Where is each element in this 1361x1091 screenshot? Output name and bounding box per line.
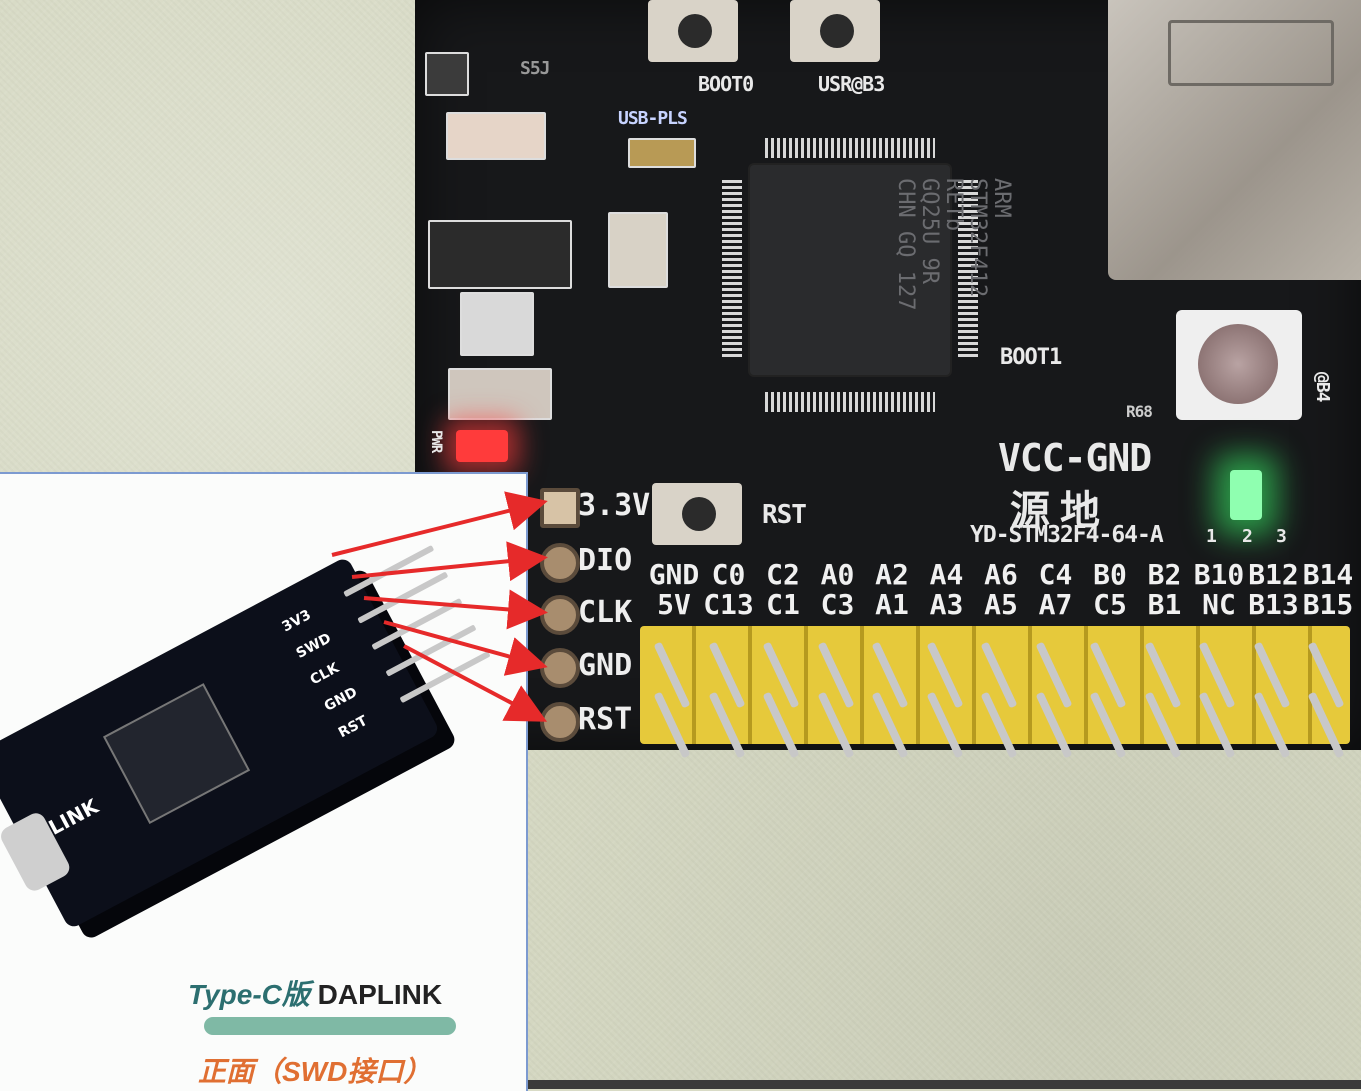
swd-label-dio: DIO — [578, 543, 633, 578]
header-top-label: GND — [648, 558, 700, 591]
user-led — [1230, 470, 1262, 520]
r68-label: R68 — [1126, 402, 1153, 421]
model-label: YD-STM32F4-64-A — [970, 522, 1164, 548]
pwr-label: PWR — [428, 430, 444, 453]
chip-pins-bottom — [765, 392, 935, 412]
swd-pad-rst — [540, 702, 580, 742]
wire-dio — [351, 541, 548, 582]
swd-label-3v3: 3.3V — [578, 488, 651, 523]
capacitor — [446, 112, 546, 160]
header-top-label: B14 — [1302, 558, 1354, 591]
usb-pls-label: USB-PLS — [618, 108, 688, 129]
swd-label-rst: RST — [578, 702, 633, 737]
header-bottom-label: B15 — [1302, 588, 1354, 621]
component — [425, 52, 469, 96]
crystal — [608, 212, 668, 288]
wire-3v3 — [331, 491, 548, 557]
header-bottom-label: B13 — [1248, 588, 1299, 621]
header-top-label: C0 — [711, 558, 746, 591]
wire-rst — [403, 644, 548, 722]
bottom-edge — [526, 1080, 1361, 1089]
header-top-label: A0 — [820, 558, 855, 591]
user-button[interactable] — [790, 0, 880, 62]
header-bottom-label: C13 — [703, 588, 754, 621]
stm32-chip — [750, 165, 950, 375]
led-3-label: 3 — [1276, 526, 1287, 547]
wire-gnd — [383, 620, 548, 676]
capacitor — [448, 368, 552, 420]
header-top-label: B2 — [1147, 558, 1182, 591]
user-button-label: USR@B3 — [818, 72, 885, 96]
header-top-label: B10 — [1193, 558, 1245, 591]
header-top-label: A4 — [929, 558, 964, 591]
caption-subtitle: 正面（SWD接口） — [198, 1056, 432, 1087]
rgb-led — [1176, 310, 1302, 420]
chip-pins-top — [765, 138, 935, 158]
b4-label: @B4 — [1312, 372, 1333, 402]
swd-label-clk: CLK — [578, 595, 633, 630]
caption-title: Type-C版 DAPLINK — [188, 973, 442, 1013]
led-2-label: 2 — [1242, 526, 1253, 547]
wire-clk — [363, 589, 548, 630]
header-bottom-label: 5V — [657, 588, 691, 621]
caption-bar — [204, 1017, 456, 1035]
voltage-regulator — [428, 220, 572, 289]
brand-cn-label: 源地 — [1010, 488, 1110, 534]
chip-pins-right — [958, 180, 978, 360]
caption-model: Type-C版 — [188, 979, 310, 1010]
header-bottom-label: A7 — [1038, 588, 1073, 621]
brand-label: VCC-GND — [998, 436, 1152, 480]
caption-name: DAPLINK — [317, 979, 443, 1010]
header-bottom-label: A5 — [984, 588, 1018, 621]
ldo-label: S5J — [520, 58, 550, 79]
header-top-label: A6 — [984, 558, 1018, 591]
boot0-button[interactable] — [648, 0, 738, 62]
header-top-label: A2 — [875, 558, 909, 591]
header-bottom-label: C1 — [766, 588, 800, 621]
header-bottom-label: NC — [1202, 588, 1236, 621]
header-top-label: B12 — [1248, 558, 1299, 591]
boot1-label: BOOT1 — [1000, 345, 1062, 370]
header-bottom-label: A1 — [875, 588, 909, 621]
header-bottom-label: C5 — [1093, 588, 1127, 621]
led-1-label: 1 — [1206, 526, 1217, 547]
chip-marking: ARM STM32F412 RETb GQ25U 9R CHN GQ 127 — [893, 178, 1014, 311]
chip-pins-left — [722, 180, 742, 360]
reset-label: RST — [762, 500, 807, 530]
header-top-label: C2 — [766, 558, 800, 591]
sd-card-slot — [1108, 0, 1361, 280]
header-bottom-label: B1 — [1147, 588, 1182, 621]
swd-label-gnd: GND — [578, 648, 633, 683]
crystal-small — [628, 138, 696, 168]
boot0-label: BOOT0 — [698, 72, 754, 96]
header-bottom-label: C3 — [820, 588, 855, 621]
header-top-label: C4 — [1038, 558, 1073, 591]
header-top-label: B0 — [1093, 558, 1127, 591]
reset-button[interactable] — [652, 483, 742, 545]
header-bottom-label: A3 — [929, 588, 964, 621]
inductor — [460, 292, 534, 356]
power-led — [456, 430, 508, 462]
